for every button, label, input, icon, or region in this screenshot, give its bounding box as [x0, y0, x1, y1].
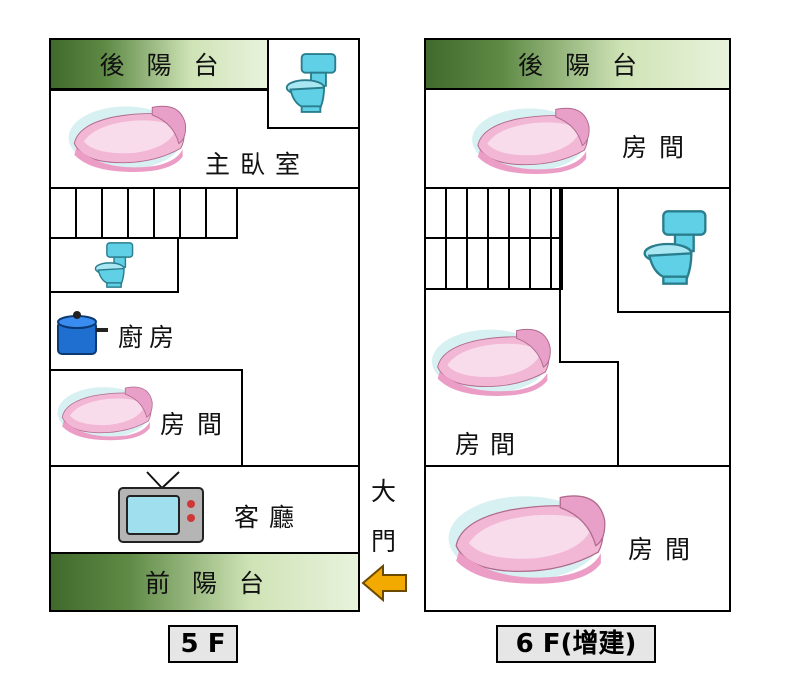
staircase-5f	[49, 187, 238, 239]
room-bottom-label-6f: 房間	[628, 535, 703, 564]
rear-balcony-label: 後陽台	[99, 51, 241, 80]
small-bathroom-5f	[49, 237, 179, 293]
kitchen-label: 廚房	[118, 323, 181, 352]
rear-balcony-label-6f: 後陽台	[517, 51, 659, 80]
bathroom-5f	[267, 38, 360, 129]
floor-label-5f: 5 F	[168, 625, 238, 663]
room-top-label-6f: 房間	[622, 133, 697, 162]
toilet-icon	[283, 45, 339, 121]
bed-icon	[56, 372, 156, 447]
bed-icon	[446, 478, 611, 588]
bed-icon	[457, 98, 607, 174]
room-label-5f: 房間	[160, 410, 235, 439]
entrance-label-2: 門	[371, 527, 397, 556]
floor-label-6f: 6 F(增建)	[496, 625, 656, 663]
bed-icon	[66, 96, 191, 172]
entrance-label-1: 大	[371, 477, 397, 506]
tv-icon	[118, 471, 204, 543]
bed-icon	[430, 300, 555, 415]
rear-balcony-6f: 後陽台	[424, 38, 731, 90]
staircase-6f	[424, 187, 563, 290]
bathroom-6f	[617, 187, 731, 313]
toilet-icon	[640, 200, 710, 295]
rear-balcony-5f: 後陽台	[49, 38, 269, 90]
arrow-icon	[361, 564, 407, 602]
room-middle-label-6f: 房間	[455, 430, 526, 459]
living-room-label: 客廳	[234, 503, 305, 532]
front-balcony-5f: 前陽台	[49, 552, 360, 612]
master-bedroom-label: 主臥室	[205, 150, 311, 179]
pot-icon	[57, 311, 108, 355]
front-balcony-label: 前陽台	[144, 569, 286, 598]
toilet-icon	[85, 240, 143, 290]
